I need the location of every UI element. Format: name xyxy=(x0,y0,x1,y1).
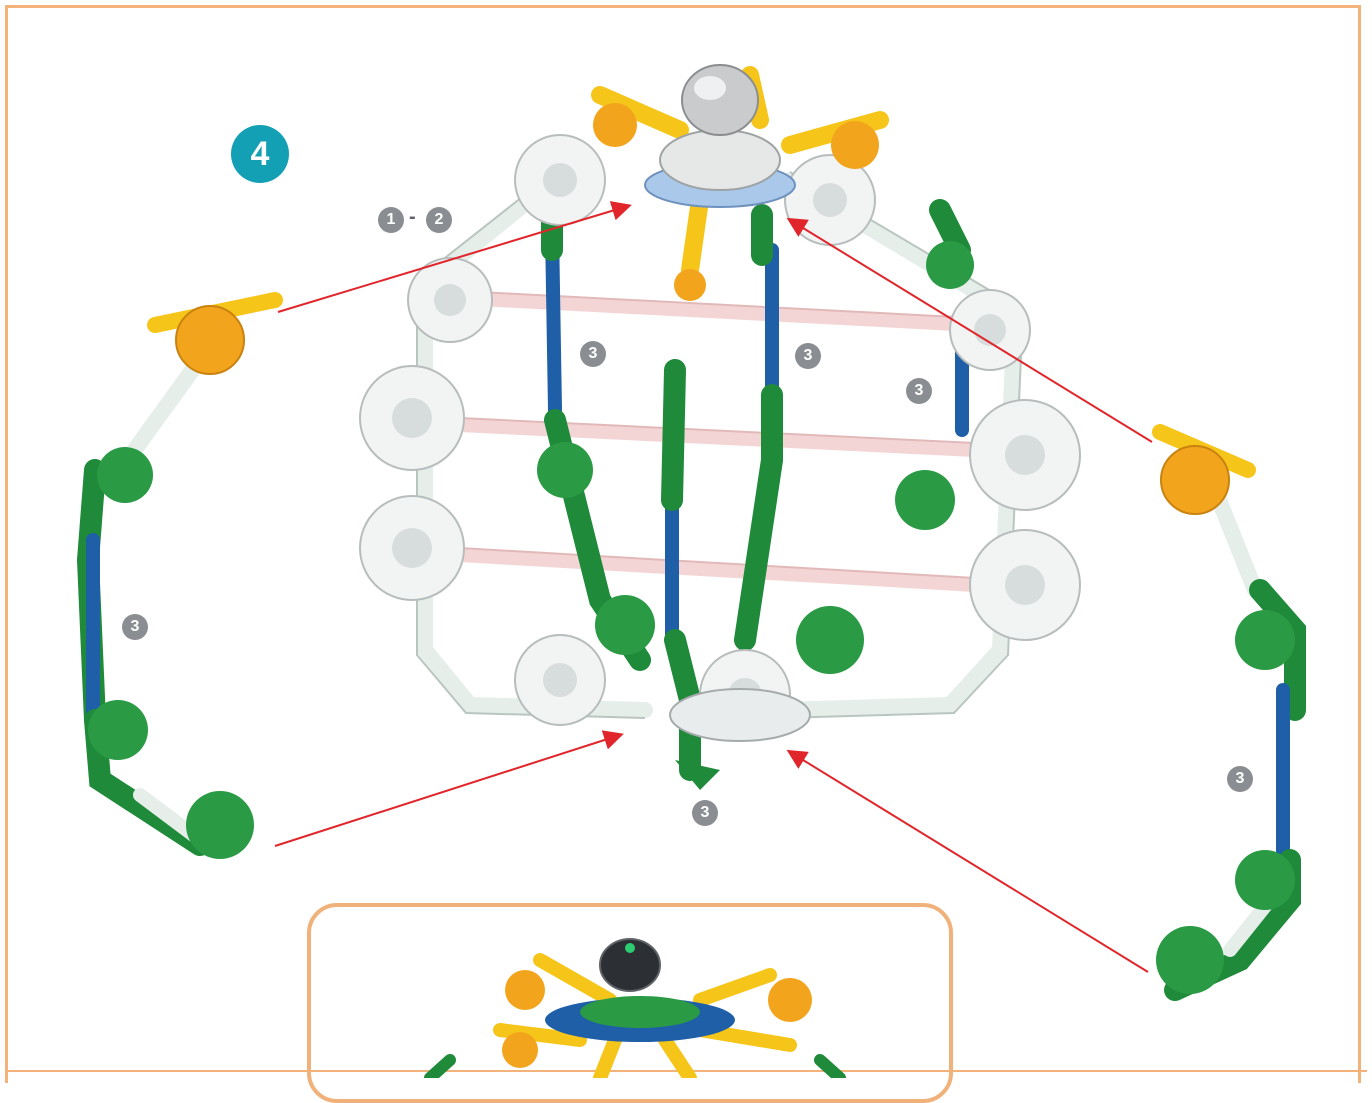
step-badge: 4 xyxy=(231,125,289,183)
left-arc-assembly xyxy=(88,300,275,859)
gray-cap-icon xyxy=(682,65,758,135)
callout-blue-rod: 3 xyxy=(580,341,606,367)
callout-blue-rod: 3 xyxy=(906,378,932,404)
callout-range-separator: - xyxy=(409,206,416,229)
bottom-hub xyxy=(670,689,810,741)
callout-range-end: 2 xyxy=(426,207,452,233)
callout-blue-rod: 3 xyxy=(122,614,148,640)
center-sphere-assembly xyxy=(360,65,1080,790)
inset-preview-panel xyxy=(307,903,953,1103)
pink-rods xyxy=(460,298,975,585)
callout-blue-rod: 3 xyxy=(692,800,718,826)
callout-blue-rod: 3 xyxy=(795,343,821,369)
callout-blue-rod: 3 xyxy=(1227,766,1253,792)
yellow-connector-icon xyxy=(176,306,244,374)
right-arc-assembly xyxy=(1156,432,1295,994)
callout-range-start: 1 xyxy=(378,207,404,233)
